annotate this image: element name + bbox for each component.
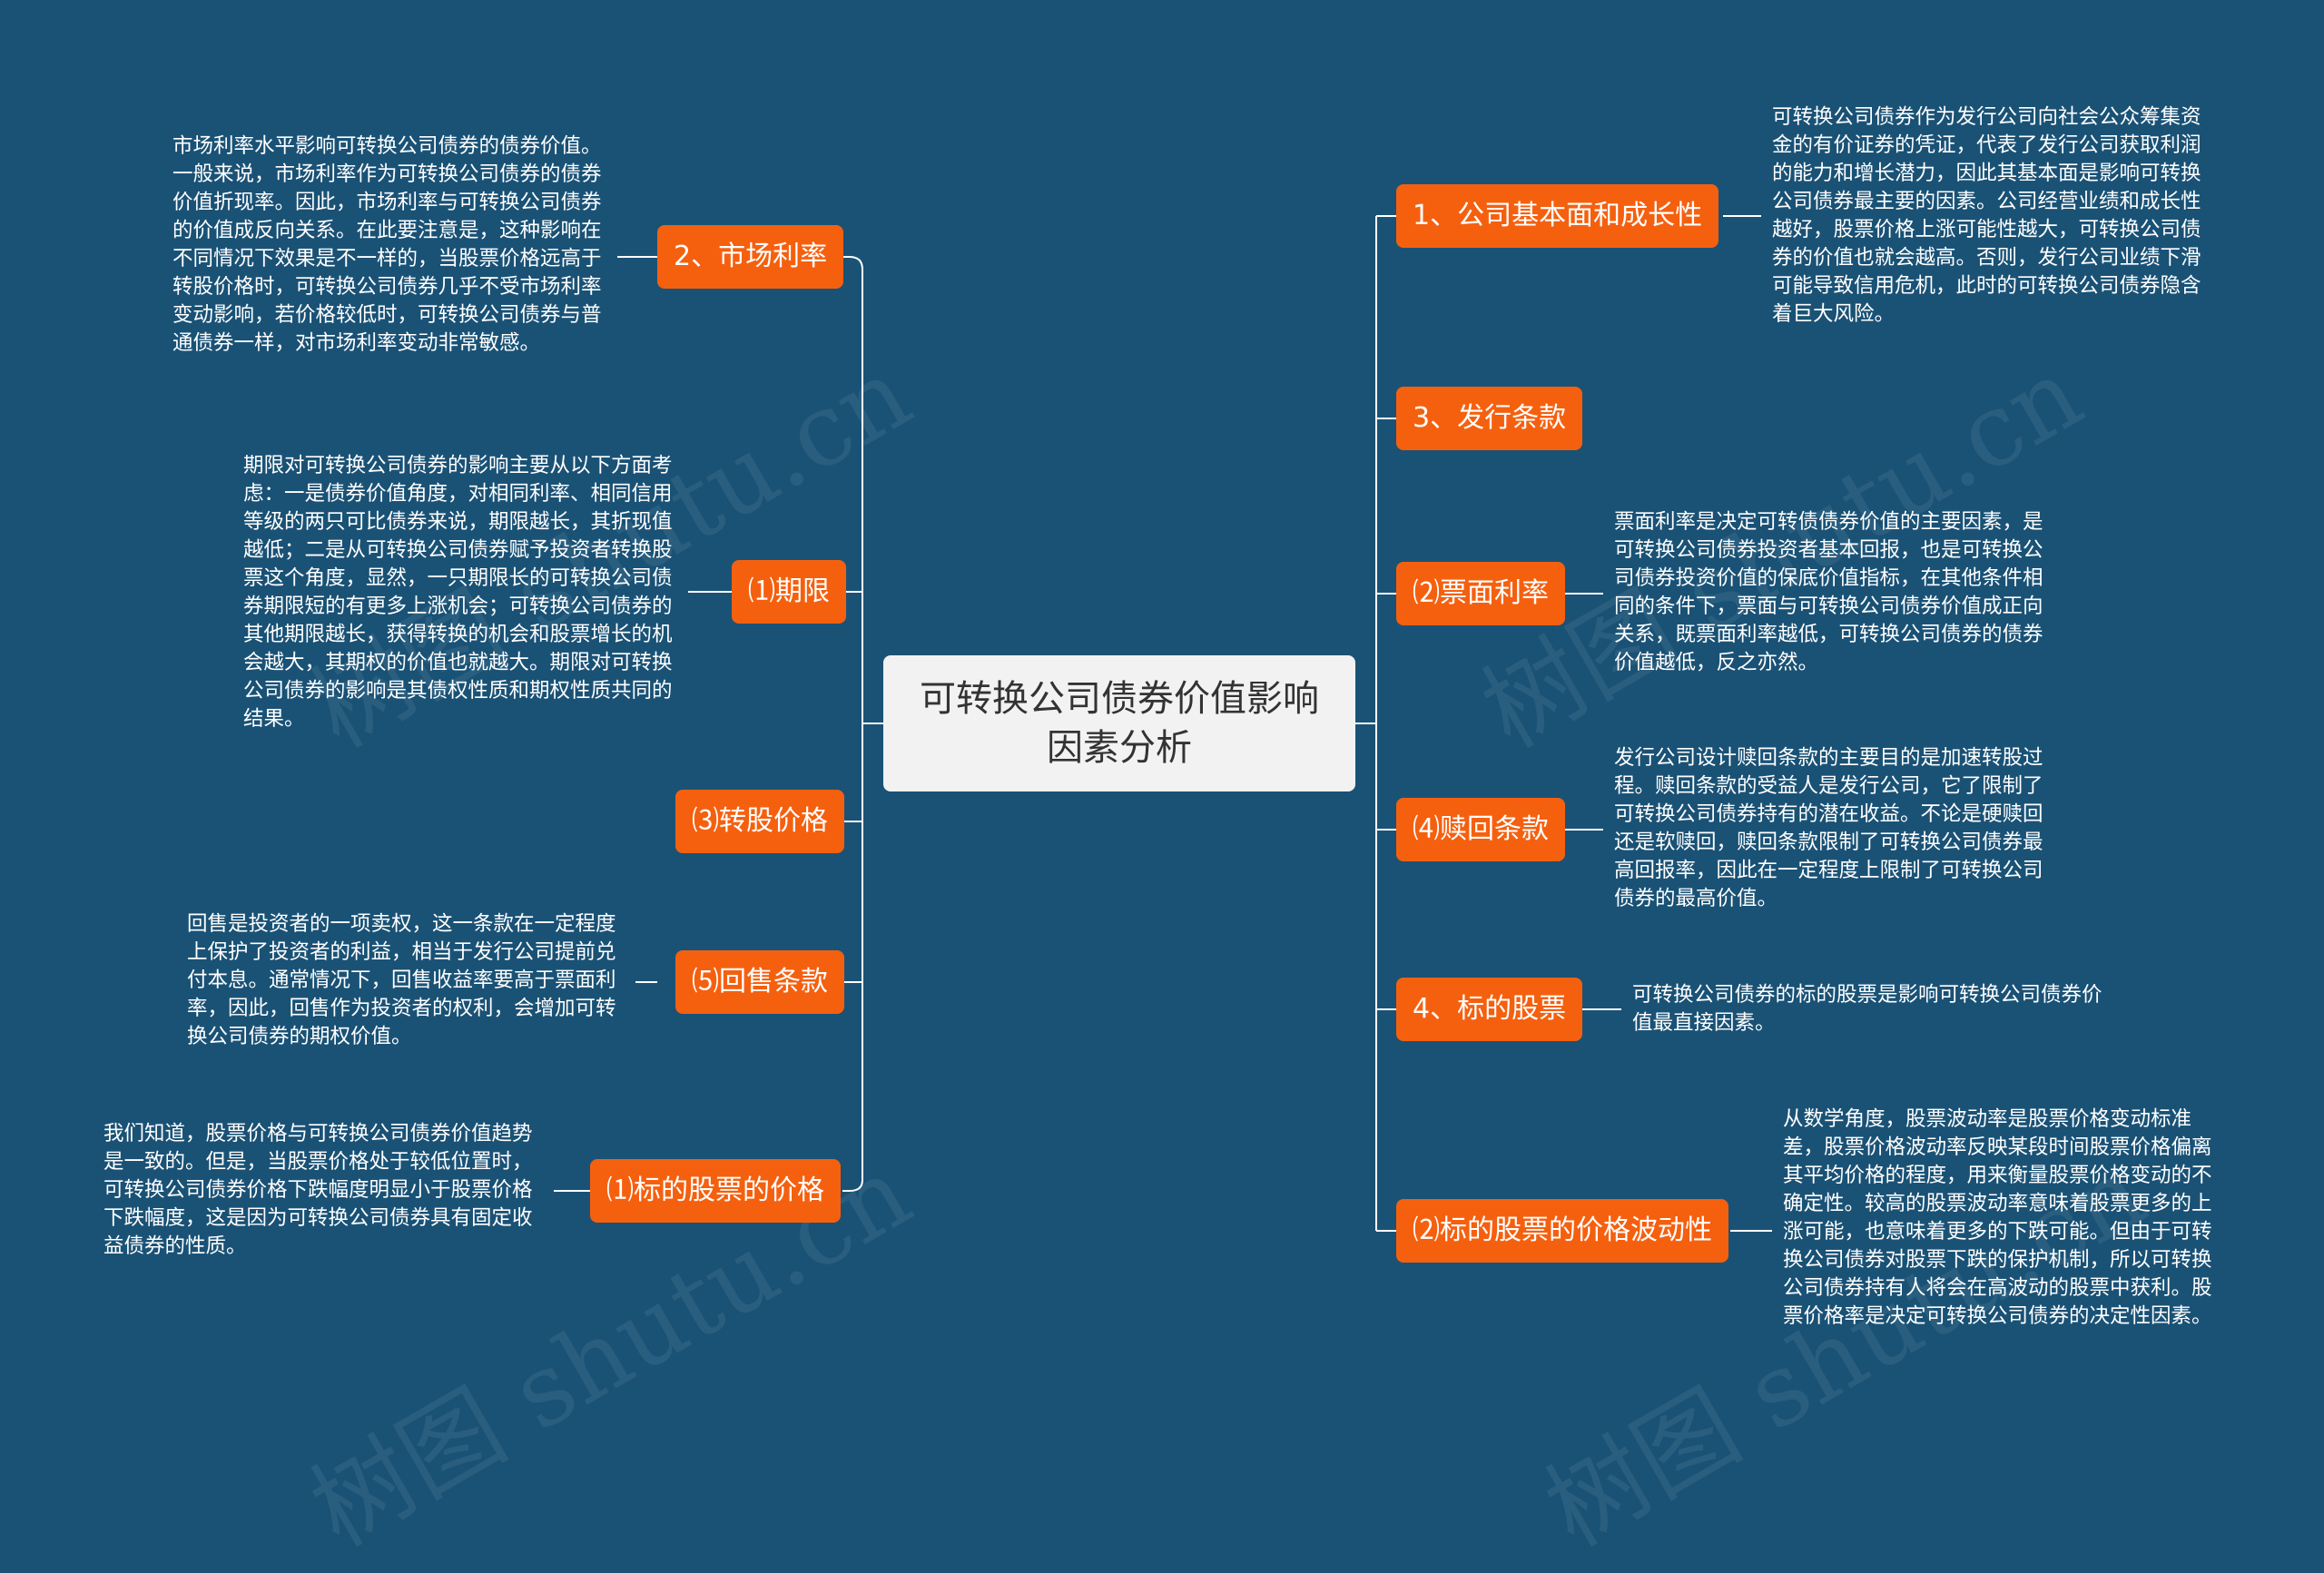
topic-term[interactable]: ⑴期限 [732, 560, 846, 624]
desc-putback-clause: 回售是投资者的一项卖权，这一条款在一定程度上保护了投资者的利益，相当于发行公司提… [187, 912, 616, 1048]
topic-issuance-terms[interactable]: 3、发行条款 [1396, 387, 1583, 450]
topic-conversion-price[interactable]: ⑶转股价格 [675, 790, 844, 853]
desc-term: 期限对可转换公司债券的影响主要从以下方面考虑：一是债券价值角度，对相同利率、相同… [243, 454, 673, 731]
desc-stock-volatility: 从数学角度，股票波动率是股票价格变动标准差，股票价格波动率反映某段时间股票价格偏… [1783, 1107, 2212, 1328]
desc-underlying-stock-price: 我们知道，股票价格与可转换公司债券价值趋势是一致的。但是，当股票价格处于较低位置… [103, 1122, 533, 1258]
topic-underlying-stock-price[interactable]: ⑴标的股票的价格 [590, 1159, 841, 1223]
topic-coupon-rate[interactable]: ⑵票面利率 [1396, 562, 1565, 625]
topic-stock-volatility[interactable]: ⑵标的股票的价格波动性 [1396, 1199, 1728, 1263]
desc-underlying-stock: 可转换公司债券的标的股票是影响可转换公司债券价值最直接因素。 [1632, 983, 2102, 1035]
topic-fundamentals[interactable]: 1、公司基本面和成长性 [1396, 184, 1719, 248]
topic-call-clause[interactable]: ⑷赎回条款 [1396, 798, 1565, 861]
topic-market-rate[interactable]: 2、市场利率 [657, 225, 844, 289]
connector-lines [554, 215, 1772, 1232]
desc-coupon-rate: 票面利率是决定可转债债券价值的主要因素，是可转换公司债券投资者基本回报，也是可转… [1614, 510, 2043, 674]
desc-fundamentals: 可转换公司债券作为发行公司向社会公众筹集资金的有价证券的凭证，代表了发行公司获取… [1772, 105, 2201, 326]
desc-market-rate: 市场利率水平影响可转换公司债券的债券价值。一般来说，市场利率作为可转换公司债券的… [172, 134, 602, 355]
central-topic[interactable]: 可转换公司债券价值影响因素分析 [883, 655, 1355, 791]
topic-putback-clause[interactable]: ⑸回售条款 [675, 950, 844, 1014]
topic-underlying-stock[interactable]: 4、标的股票 [1396, 978, 1583, 1041]
desc-call-clause: 发行公司设计赎回条款的主要目的是加速转股过程。赎回条款的受益人是发行公司，它了限… [1614, 746, 2043, 910]
